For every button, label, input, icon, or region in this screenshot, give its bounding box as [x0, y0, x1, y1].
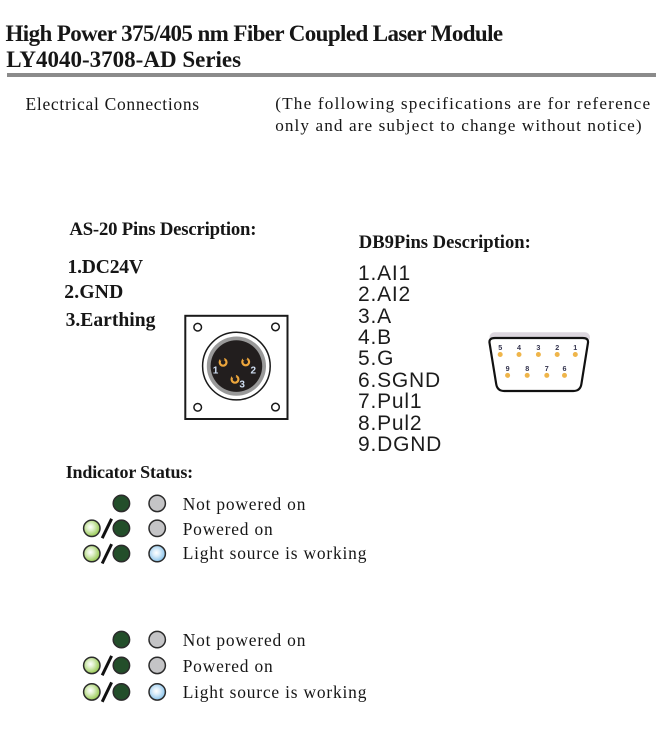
svg-text:8: 8 [525, 364, 529, 373]
svg-text:2: 2 [555, 343, 559, 352]
svg-text:1: 1 [573, 343, 577, 352]
svg-text:1: 1 [213, 366, 219, 377]
svg-text:6: 6 [563, 364, 567, 373]
svg-text:5: 5 [498, 343, 502, 352]
svg-text:7: 7 [545, 364, 549, 373]
svg-text:2: 2 [251, 366, 257, 377]
svg-text:9: 9 [506, 364, 510, 373]
svg-text:4: 4 [517, 343, 521, 352]
svg-text:3: 3 [239, 380, 245, 391]
svg-text:3: 3 [536, 343, 540, 352]
